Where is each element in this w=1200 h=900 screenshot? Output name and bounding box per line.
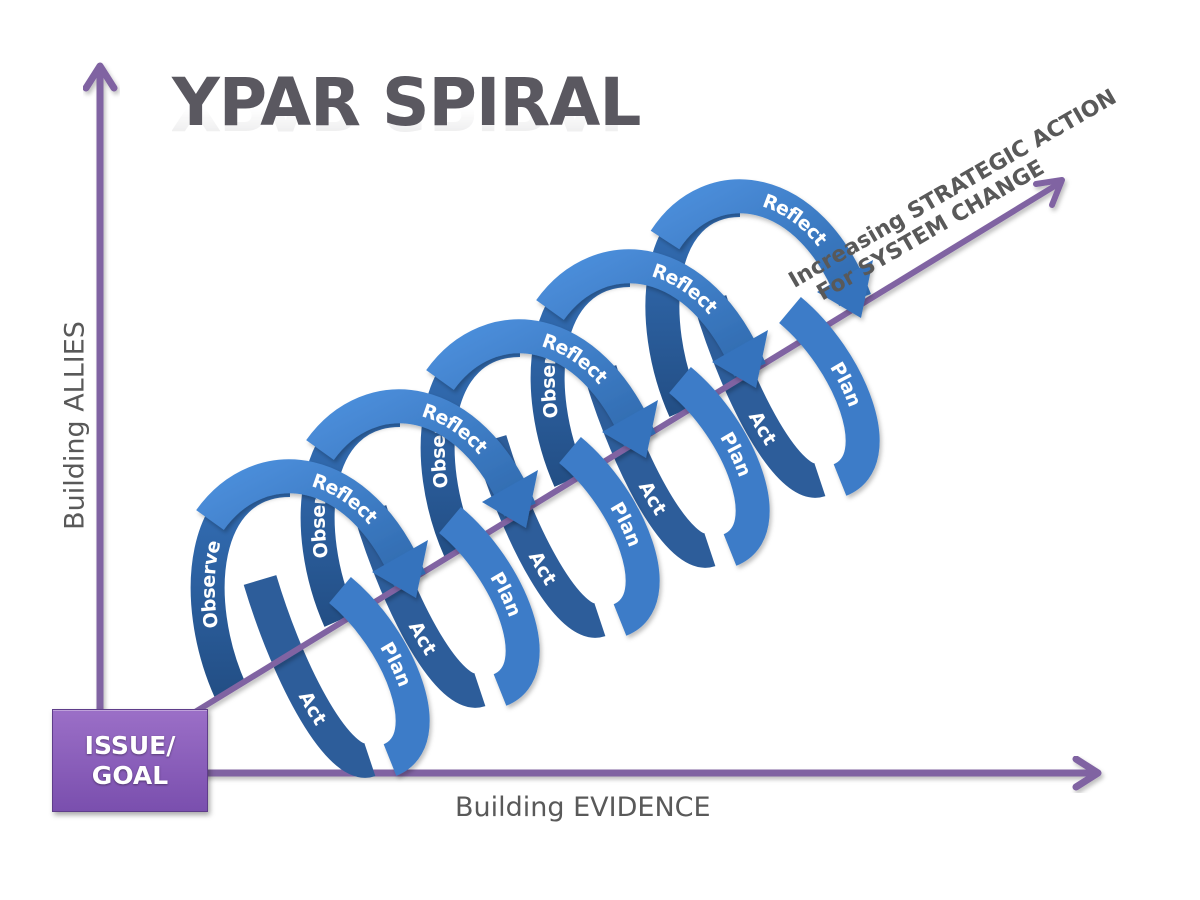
ribbon-plan-segment (438, 506, 540, 706)
ribbon-act-segment (243, 575, 376, 778)
reflect-arrowhead-icon (372, 540, 428, 598)
ribbon-reflect-segment (536, 249, 766, 377)
issue-goal-line2: GOAL (91, 760, 169, 790)
y-axis-label: Building ALLIES (59, 321, 91, 530)
ribbon-reflect-segment (650, 179, 871, 307)
issue-goal-line1: ISSUE/ (84, 730, 176, 760)
ribbon-plan-segment (328, 576, 430, 776)
ribbon-plan-segment (668, 366, 770, 566)
reflect-arrowhead-icon (712, 330, 768, 388)
page-title: YPAR SPIRAL (172, 64, 641, 141)
reflect-arrowhead-icon (482, 470, 538, 528)
ribbon-reflect-segment (426, 319, 656, 447)
y-axis-arrow (82, 62, 118, 712)
issue-goal-box: ISSUE/ GOAL (52, 709, 208, 812)
reflect-arrowhead-icon (602, 400, 658, 458)
ribbon-plan-segment (778, 296, 880, 496)
reflect-arrowhead-icon (817, 260, 873, 318)
ribbon-reflect-segment (196, 459, 426, 587)
ribbon-reflect-segment (306, 389, 536, 517)
ribbon-plan-segment (558, 436, 660, 636)
page-title-reflection: YPAR SPIRAL (172, 67, 641, 144)
x-axis-label: Building EVIDENCE (455, 792, 711, 823)
diagonal-axis-arrow (193, 177, 1065, 715)
